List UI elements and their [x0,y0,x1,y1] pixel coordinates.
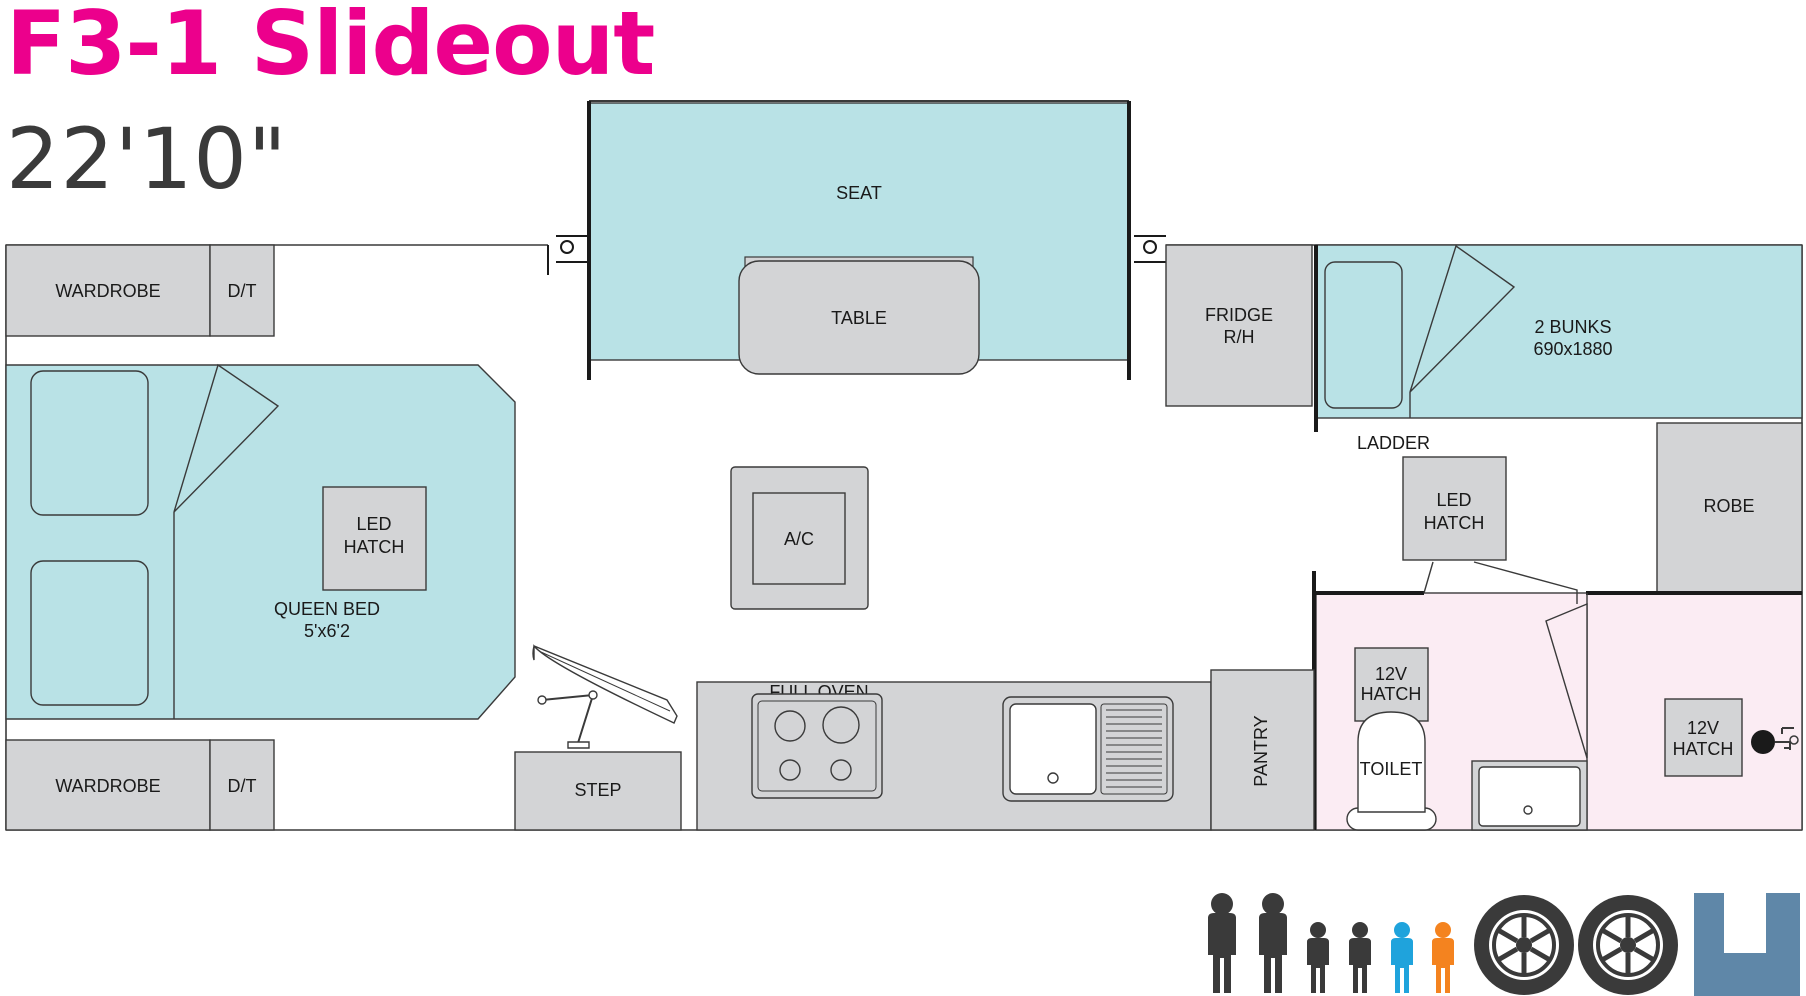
ac-label: A/C [784,529,814,549]
queen-bed-size: 5'x6'2 [304,621,350,641]
dt-bottom-label: D/T [228,776,257,796]
wardrobe-bottom-label: WARDROBE [55,776,160,796]
led-hatch-bedroom: LED HATCH [322,486,427,591]
ladder-label: LADDER [1357,433,1430,453]
kitchen-bench: FULL OVEN [696,681,1212,831]
step-label: STEP [574,780,621,800]
slideout-hinge-right [1134,235,1166,263]
entry-door-icon [532,644,678,749]
queen-bed-label: QUEEN BED [274,599,380,619]
hatch-12v-toilet: 12V HATCH [1354,647,1429,722]
led-hatch-bedroom-label-1: LED [356,514,391,534]
led-hatch-rear: LED HATCH [1402,456,1507,561]
led-hatch-rear-label-2: HATCH [1424,513,1485,533]
wardrobe-top: WARDROBE [5,244,211,337]
child-icon [1307,922,1329,993]
robe: ROBE [1656,422,1803,594]
layout-length: 22'10" [6,110,288,208]
slideout-icon [1694,893,1800,996]
slideout-hinge-left [547,235,589,275]
wheel-icon [1578,895,1678,995]
dt-top-label: D/T [228,281,257,301]
hob-burner [774,710,806,742]
hob-burner [830,759,852,781]
wheel-icon [1474,895,1574,995]
hob-burner [822,706,860,744]
drawers-top: D/T [209,244,275,337]
bunks-size: 690x1880 [1533,339,1612,359]
layout-title: F3-1 Slideout [6,0,655,95]
hatch-12v-ensuite-label-2: HATCH [1673,739,1734,759]
wardrobe-top-label: WARDROBE [55,281,160,301]
pantry-label: PANTRY [1251,715,1271,786]
dinette-table: TABLE [738,256,980,375]
fridge-label-1: FRIDGE [1205,305,1273,325]
toilet: TOILET [1346,711,1437,831]
led-hatch-bedroom-label-2: HATCH [344,537,405,557]
hatch-12v-ensuite-label-1: 12V [1687,718,1719,738]
led-hatch-rear-label-1: LED [1436,490,1471,510]
child-icon [1349,922,1371,993]
fridge: FRIDGE R/H [1165,244,1313,407]
child-icon [1391,922,1413,993]
hatch-12v-toilet-label-2: HATCH [1361,684,1422,704]
table-label: TABLE [831,308,887,328]
hob-burner [779,759,801,781]
child-icon [1432,922,1454,993]
pantry: PANTRY [1210,669,1315,831]
adult-icon [1259,893,1287,993]
bunk-beds: 2 BUNKS 690x1880 [1314,244,1803,432]
toilet-label: TOILET [1360,759,1423,779]
seat-label: SEAT [836,183,882,203]
hatch-12v-toilet-label-1: 12V [1375,664,1407,684]
adult-icon [1208,893,1236,993]
drawers-bottom: D/T [209,739,275,831]
air-conditioner: A/C [730,466,869,610]
queen-bed: QUEEN BED 5'x6'2 [5,363,516,720]
bunks-label: 2 BUNKS [1534,317,1611,337]
robe-label: ROBE [1703,496,1754,516]
hatch-12v-ensuite: 12V HATCH [1664,698,1743,777]
vanity-basin [1471,760,1588,831]
fridge-label-2: R/H [1224,327,1255,347]
entry-step: STEP [514,751,682,831]
shower-head-icon [1751,727,1799,754]
wardrobe-bottom: WARDROBE [5,739,211,831]
